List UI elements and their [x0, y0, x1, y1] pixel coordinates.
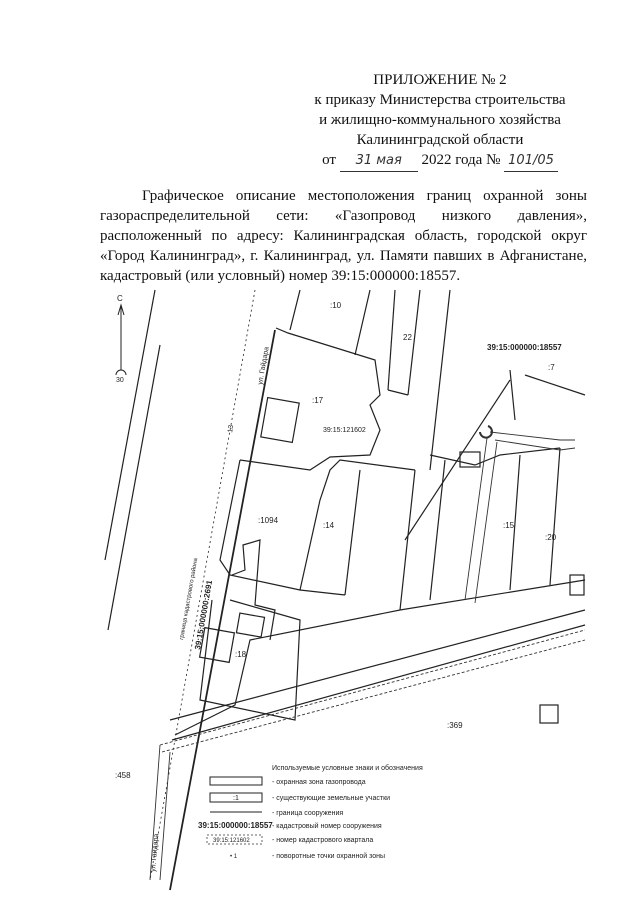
legend-sample-cad: 39:15:000000:18557: [198, 821, 273, 830]
order-date-line: от 31 мая 2022 года № 101/05: [290, 150, 590, 172]
gas-protection-zone: [149, 425, 586, 881]
quarter-number: 39:15:121602: [323, 427, 366, 434]
north-arrow-icon: [115, 303, 127, 376]
legend-item-quarter: - номер кадастрового квартала: [272, 837, 373, 844]
parcel-10: :10: [330, 301, 342, 310]
parcel-17: :17: [312, 396, 324, 405]
parcel-20: :20: [545, 533, 557, 542]
legend-item-zone: - охранная зона газопровода: [272, 779, 366, 786]
parcel-14: :14: [323, 521, 335, 530]
date-year: 2022 года №: [421, 152, 501, 168]
handwritten-date: 31 мая: [339, 151, 418, 172]
legend-item-points: - поворотные точки охранной зоны: [272, 852, 385, 860]
parcel-458: :458: [115, 771, 131, 780]
legend-sample-zone: [209, 776, 263, 786]
legend-sample-parcel-label: :1: [233, 795, 239, 802]
legend-item-cad-number: - кадастровый номер сооружения: [272, 822, 382, 830]
parcel-18: :18: [235, 650, 247, 659]
north-label: С: [117, 294, 123, 303]
legend-item-boundary: - граница сооружения: [272, 810, 343, 817]
point-13: 13: [227, 424, 235, 433]
legend-item-parcels: - существующие земельные участки: [272, 795, 390, 802]
legend-sample-point: • 1: [230, 854, 238, 860]
parcel-369: :369: [447, 721, 463, 730]
structure-cad-number: 39:15:000000:18557: [487, 343, 562, 352]
description-paragraph: Графическое описание местоположения гран…: [100, 188, 587, 284]
parcel-22: 22: [403, 333, 412, 342]
parcel-1094: :1094: [258, 516, 279, 525]
legend-sample-parcel: [209, 792, 263, 803]
legend-title: Используемые условные знаки и обозначени…: [272, 764, 423, 772]
point-30: 30: [116, 377, 124, 384]
street-name-bottom: ул. Гайдара: [149, 833, 160, 872]
date-prefix: от: [322, 152, 336, 168]
parcel-15: :15: [503, 521, 515, 530]
parcel-7: :7: [548, 363, 555, 372]
road-cad-number: 39:15:000000:2691: [193, 579, 214, 650]
order-line-3: Калининградской области: [356, 132, 524, 148]
map-lines: [104, 289, 586, 891]
appendix-title: ПРИЛОЖЕНИЕ № 2: [373, 72, 507, 88]
legend-sample-quarter: 39:15:121602: [213, 838, 250, 844]
handwritten-number: 101/05: [504, 151, 558, 172]
order-line-1: к приказу Министерства строительства: [314, 92, 566, 108]
order-line-2: и жилищно-коммунального хозяйства: [319, 112, 561, 128]
legend: Используемые условные знаки и обозначени…: [198, 764, 423, 860]
